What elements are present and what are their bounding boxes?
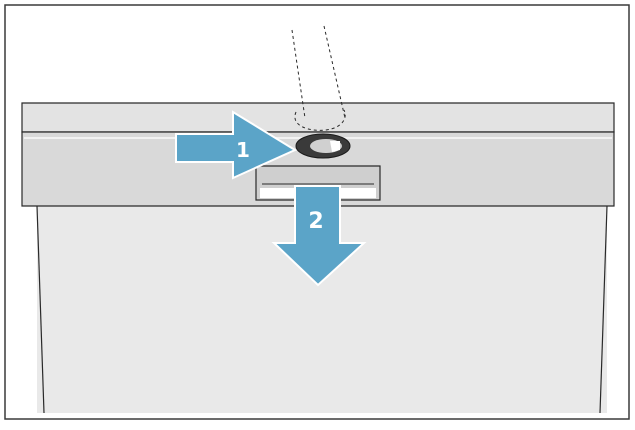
step-2-label: 2 (308, 209, 323, 234)
finger-outline-right (323, 25, 346, 119)
worktop-band (21, 102, 615, 133)
step-1-label: 1 (236, 138, 250, 162)
door-right-edge (599, 205, 608, 414)
arrow-right-icon (175, 110, 298, 180)
finger-outline-left (291, 29, 306, 119)
door-front-panel (37, 206, 607, 413)
door-left-edge (36, 205, 45, 414)
latch-button-shine (330, 141, 340, 152)
fingertip-outline (294, 109, 346, 131)
arrow-down-icon (271, 185, 367, 287)
